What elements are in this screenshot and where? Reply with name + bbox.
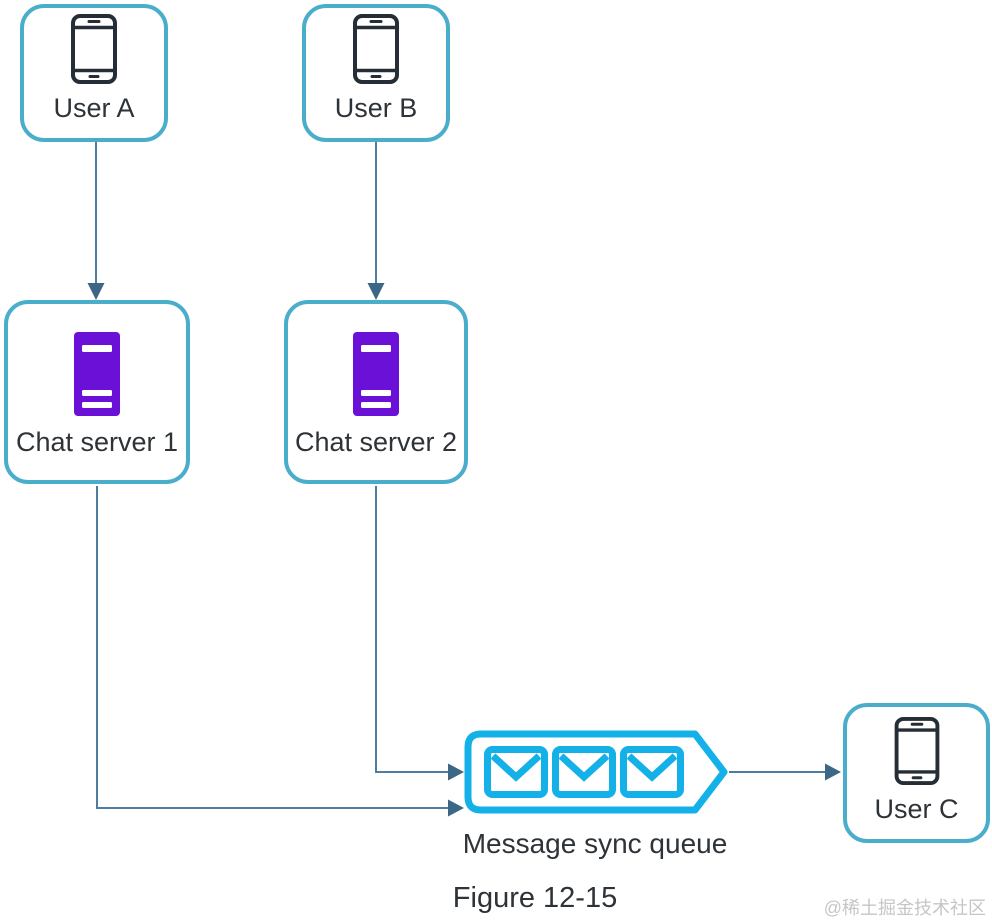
node-label: Chat server 1 (15, 427, 179, 457)
smartphone-icon (69, 13, 119, 85)
arrowhead-icon (448, 763, 464, 781)
node-label: User A (53, 93, 135, 123)
node-user-c: User C (843, 703, 990, 843)
node-label: User B (334, 93, 418, 123)
arrowhead-icon (448, 799, 464, 817)
server-icon (73, 331, 121, 417)
node-chat-server-2: Chat server 2 (284, 300, 468, 484)
node-label: Chat server 2 (294, 427, 458, 457)
node-user-a: User A (20, 4, 168, 142)
queue-label: Message sync queue (462, 828, 728, 859)
arrowhead-icon (87, 283, 105, 300)
smartphone-icon (893, 716, 941, 786)
arrowhead-icon (367, 283, 385, 300)
edge-chatserver1-to-queue (96, 486, 448, 809)
node-label: User C (874, 794, 959, 824)
node-user-b: User B (302, 4, 450, 142)
smartphone-icon (351, 13, 401, 85)
watermark: @稀土掘金技术社区 (823, 898, 986, 918)
figure-caption: Figure 12-15 (452, 882, 618, 914)
envelope-icon (552, 746, 616, 798)
edge-chatserver2-to-queue (375, 486, 448, 773)
node-message-sync-queue (464, 730, 728, 814)
arrowhead-icon (825, 763, 841, 781)
server-icon (352, 331, 400, 417)
envelope-icon (484, 746, 548, 798)
node-chat-server-1: Chat server 1 (4, 300, 190, 484)
envelope-icon (620, 746, 684, 798)
